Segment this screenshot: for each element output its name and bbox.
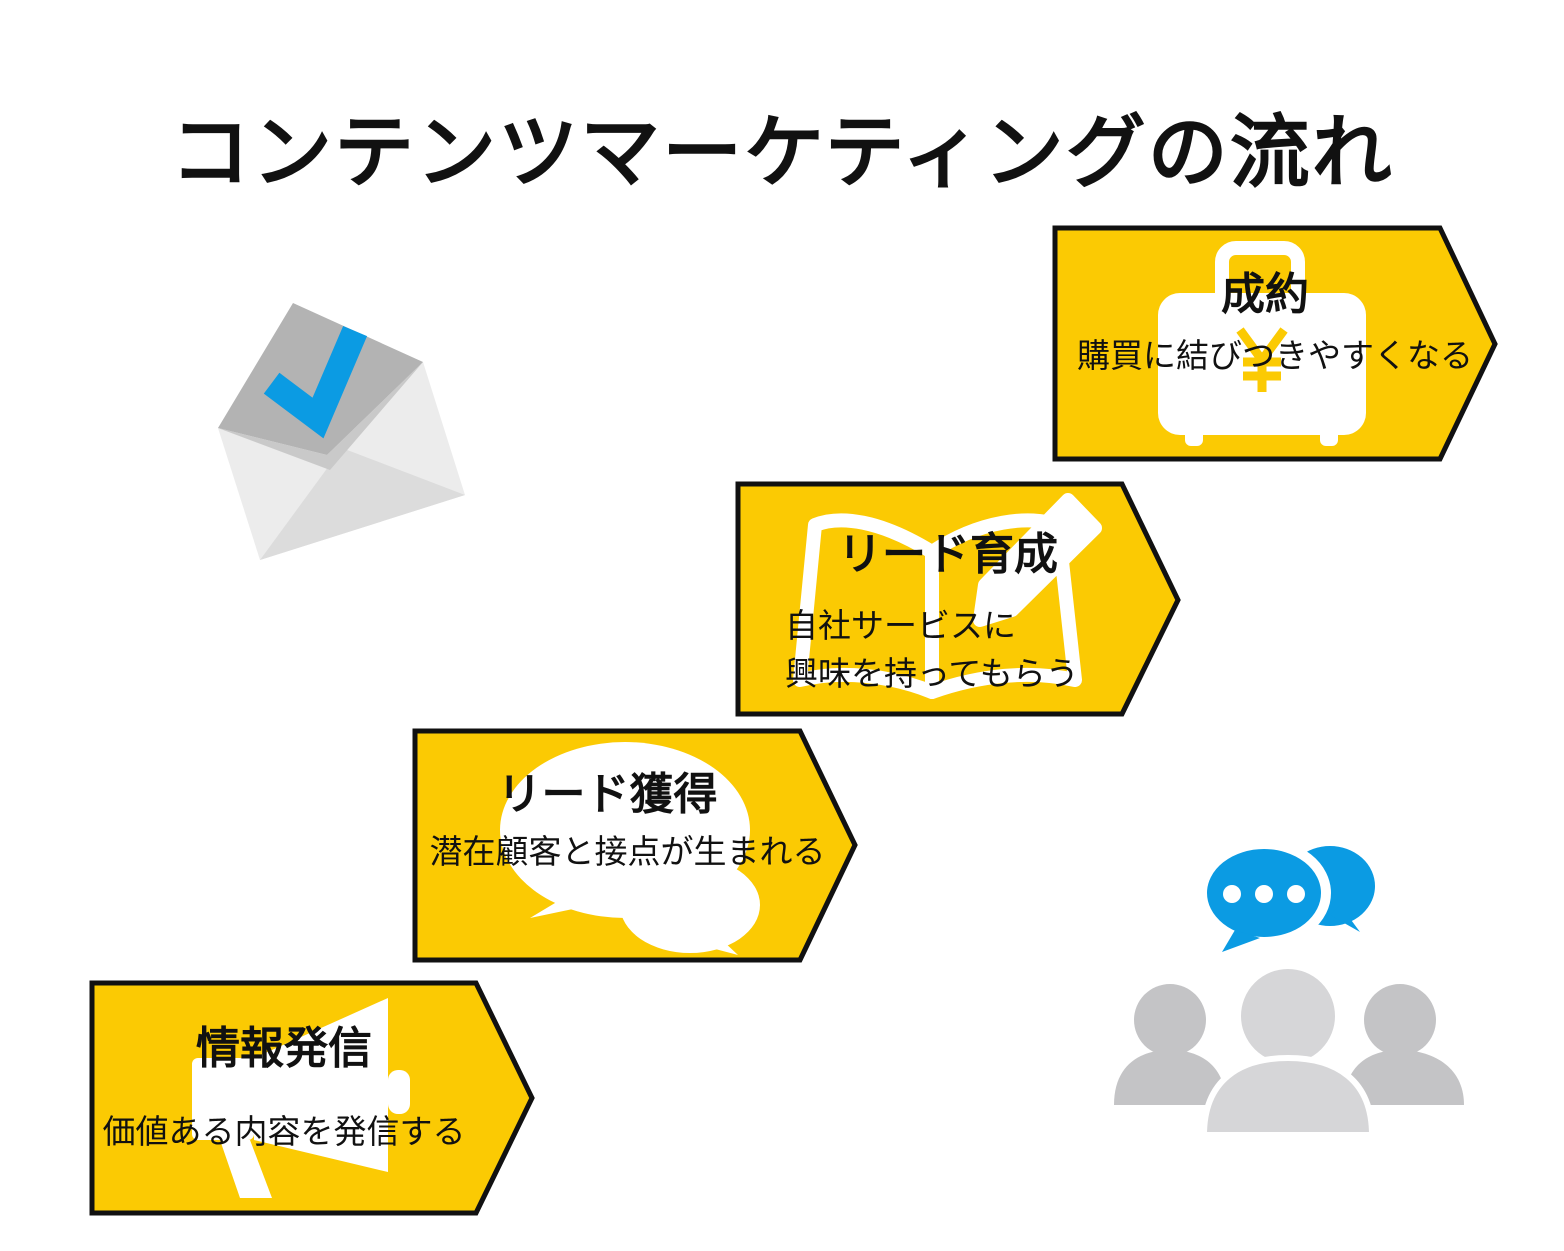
step-3-desc-line-2: 興味を持ってもらう: [785, 654, 1079, 693]
people-group-icon: [1114, 963, 1464, 1138]
step-1-title: 情報発信: [196, 1023, 372, 1074]
step-1: [89, 980, 535, 1216]
speech-bubbles-icon: [500, 742, 760, 955]
step-1-desc-line-1: 価値ある内容を発信する: [102, 1112, 466, 1151]
open-book-pencil-icon: [793, 493, 1102, 699]
step-2-title: リード獲得: [497, 769, 718, 820]
step-2: [412, 728, 858, 963]
step-4-desc-line-1: 購買に結びつきやすくなる: [1077, 336, 1473, 375]
page-title: コンテンツマーケティングの流れ: [170, 106, 1394, 199]
yen-suitcase-icon: [1158, 241, 1366, 446]
step-4-desc: 購買に結びつきやすくなる: [1055, 332, 1495, 380]
envelope-check-icon: [218, 303, 465, 560]
step-1-desc: 価値ある内容を発信する: [92, 1108, 476, 1156]
step-3-desc-line-1: 自社サービスに: [785, 606, 1016, 645]
step-4: [1052, 225, 1498, 462]
chat-bubbles-icon: [1197, 836, 1385, 952]
step-3: [735, 481, 1181, 717]
step-4-title: 成約: [1221, 269, 1309, 320]
step-2-desc: 潜在顧客と接点が生まれる: [415, 828, 840, 876]
megaphone-icon: [192, 998, 410, 1198]
step-2-desc-line-1: 潜在顧客と接点が生まれる: [429, 832, 826, 871]
step-3-desc: 自社サービスに 興味を持ってもらう: [785, 602, 1115, 698]
step-3-title: リード育成: [838, 529, 1058, 580]
